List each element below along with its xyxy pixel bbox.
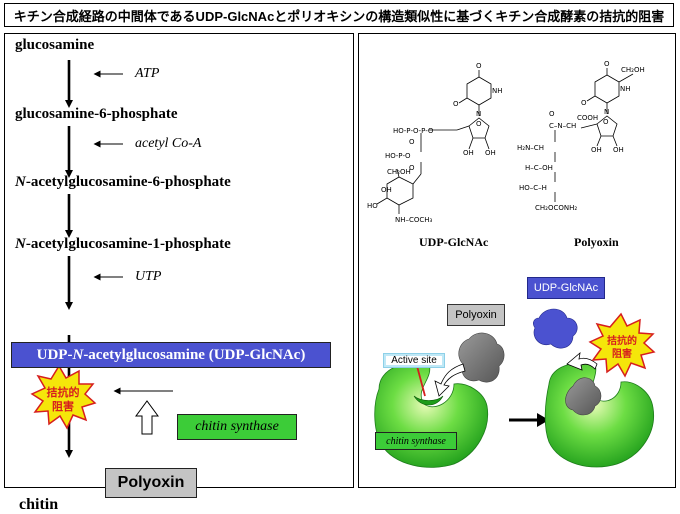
udp-text-a: UDP- xyxy=(36,346,73,363)
svg-text:CH₂OH: CH₂OH xyxy=(621,66,645,74)
step3-prefix: N xyxy=(15,174,26,190)
svg-text:NH–COCH₃: NH–COCH₃ xyxy=(395,216,433,224)
polyoxin-bound xyxy=(565,377,602,416)
reaction-arrow-head xyxy=(537,413,549,427)
step-acetylglucosamine-6-phosphate: N-acetylglucosamine-6-phosphate xyxy=(15,174,231,191)
svg-text:O: O xyxy=(409,138,415,146)
svg-text:N: N xyxy=(476,110,481,118)
svg-text:OH: OH xyxy=(485,149,496,157)
udp-glcnac-structure-label: UDP-GlcNAc xyxy=(419,235,489,249)
udp-glcnac-tag: UDP-GlcNAc xyxy=(527,277,605,299)
enzyme-body-right xyxy=(544,362,655,468)
cofactor-acetyl-coa: acetyl Co-A xyxy=(135,136,202,151)
cofactor-atp: ATP xyxy=(135,66,160,81)
inhibition-burst xyxy=(30,364,97,430)
inhibition-label-line1: 拮抗的 xyxy=(47,385,80,399)
svg-text:HO–C–H: HO–C–H xyxy=(519,184,547,192)
svg-text:OH: OH xyxy=(591,146,602,154)
cofactor-utp: UTP xyxy=(135,269,162,284)
polyoxin-structure xyxy=(554,68,634,202)
step-glucosamine-6-phosphate: glucosamine-6-phosphate xyxy=(15,106,178,122)
step4-rest: -acetylglucosamine-1-phosphate xyxy=(25,236,231,252)
pathway-arrows: 拮抗的 阻害 xyxy=(30,60,173,458)
svg-text:CH₂OCONH₂: CH₂OCONH₂ xyxy=(535,204,577,212)
pathway-panel: 拮抗的 阻害 glucosamine glucosamine-6-phospha… xyxy=(4,33,354,513)
svg-text:O: O xyxy=(549,110,555,118)
udp-glcnac-molecule xyxy=(533,308,578,349)
udp-text-b: N xyxy=(72,346,84,363)
step-acetylglucosamine-1-phosphate: N-acetylglucosamine-1-phosphate xyxy=(15,236,231,253)
polyoxin-box: Polyoxin xyxy=(105,468,197,498)
svg-text:NH: NH xyxy=(492,87,503,95)
hollow-arrow-polyoxin xyxy=(135,400,159,435)
structures-and-illustration: O NH O N OH OH O HO‑P‑O‑P‑O O HO‑P‑O O C… xyxy=(367,60,656,468)
udp-glcnac-box: UDP-N-acetylglucosamine (UDP-GlcNAc) xyxy=(11,342,331,368)
udp-glcnac-structure xyxy=(376,70,492,214)
svg-text:H–C–OH: H–C–OH xyxy=(525,164,553,172)
svg-text:CH₂OH: CH₂OH xyxy=(387,168,411,176)
polyoxin-molecule xyxy=(458,332,505,383)
svg-text:OH: OH xyxy=(463,149,474,157)
step3-rest: -acetylglucosamine-6-phosphate xyxy=(25,174,231,190)
burst-right-line1: 拮抗的 xyxy=(607,334,637,347)
svg-text:COOH: COOH xyxy=(577,114,598,122)
svg-text:H₂N–CH: H₂N–CH xyxy=(517,144,544,152)
svg-text:O: O xyxy=(581,99,587,107)
diagram-title: キチン合成経路の中間体であるUDP-GlcNAcとポリオキシンの構造類似性に基づ… xyxy=(4,3,674,27)
svg-text:HO‑P‑O: HO‑P‑O xyxy=(385,152,411,160)
structure-panel: O NH O N OH OH O HO‑P‑O‑P‑O O HO‑P‑O O C… xyxy=(358,33,676,488)
step-glucosamine: glucosamine xyxy=(15,37,95,53)
svg-text:N: N xyxy=(604,108,609,116)
step4-prefix: N xyxy=(15,236,26,252)
chitin-synthase-box: chitin synthase xyxy=(177,414,297,440)
polyoxin-tag: Polyoxin xyxy=(447,304,505,326)
svg-text:O: O xyxy=(604,60,610,68)
svg-text:O: O xyxy=(476,62,482,70)
svg-text:NH: NH xyxy=(620,85,631,93)
active-site-pointer xyxy=(416,365,426,397)
inhibition-label-line2: 阻害 xyxy=(52,399,74,413)
svg-text:O: O xyxy=(603,118,609,126)
polyoxin-structure-label: Polyoxin xyxy=(574,235,619,249)
udp-glcnac-atoms: O NH O N OH OH O HO‑P‑O‑P‑O O HO‑P‑O O C… xyxy=(367,62,503,224)
svg-text:O: O xyxy=(409,164,415,172)
svg-text:C–N–CH: C–N–CH xyxy=(549,122,576,130)
udp-text-c: -acetylglucosamine (UDP-GlcNAc) xyxy=(83,346,306,363)
active-site-tag: Active site xyxy=(383,353,445,368)
step-chitin: chitin xyxy=(19,496,59,513)
svg-text:HO‑P‑O‑P‑O: HO‑P‑O‑P‑O xyxy=(393,127,434,135)
svg-text:O: O xyxy=(476,120,482,128)
polyoxin-atoms: O CH₂OH NH O N OH OH O COOH C–N–CH O H₂N… xyxy=(517,60,645,212)
burst-right-line2: 阻害 xyxy=(612,347,632,360)
svg-text:O: O xyxy=(453,100,459,108)
svg-text:OH: OH xyxy=(381,186,392,194)
inhibition-burst-right xyxy=(588,312,656,378)
svg-text:OH: OH xyxy=(613,146,624,154)
active-site xyxy=(413,395,444,406)
chitin-synthase-tag: chitin synthase xyxy=(375,432,457,450)
curved-arrow-polyoxin xyxy=(434,363,466,397)
blocked-arrow xyxy=(566,351,598,371)
svg-text:HO: HO xyxy=(367,202,378,210)
